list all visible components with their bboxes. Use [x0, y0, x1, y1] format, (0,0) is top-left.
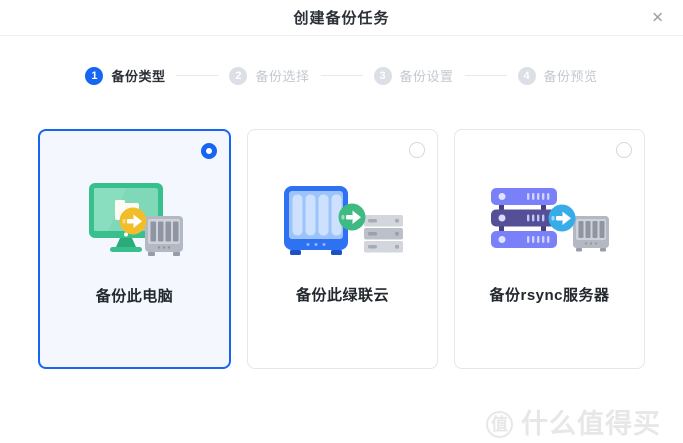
nas-to-servers-icon: [284, 186, 403, 255]
radio-unchecked-icon[interactable]: [616, 142, 632, 158]
card-backup-rsync-server[interactable]: 备份rsync服务器: [454, 129, 645, 369]
step-4-label: 备份预览: [543, 69, 598, 84]
close-icon[interactable]: ✕: [651, 9, 664, 26]
step-connector: [464, 75, 507, 76]
card-icon-wrap: [455, 168, 644, 268]
card-label: 备份此电脑: [95, 288, 174, 305]
step-1-label: 备份类型: [111, 69, 166, 84]
step-backup-type: 1 备份类型: [85, 66, 165, 85]
smzdm-logo-icon: 值: [486, 411, 513, 438]
step-backup-preview: 4 备份预览: [517, 66, 598, 85]
card-label: 备份此绿联云: [295, 287, 389, 304]
card-backup-this-ugreen-cloud[interactable]: 备份此绿联云: [247, 129, 438, 369]
card-backup-this-pc[interactable]: 备份此电脑: [38, 129, 231, 369]
backup-type-options: 备份此电脑: [0, 129, 683, 369]
step-2-badge: 2: [229, 66, 248, 85]
dialog-header: 创建备份任务 ✕: [0, 0, 683, 36]
step-4-badge: 4: [517, 66, 536, 85]
step-connector: [176, 75, 219, 76]
step-3-badge: 3: [373, 66, 392, 85]
smzdm-watermark-text: 什么值得买: [521, 409, 661, 439]
step-connector: [320, 75, 363, 76]
step-backup-settings: 3 备份设置: [373, 66, 454, 85]
step-3-label: 备份设置: [399, 69, 454, 84]
card-icon-wrap: [248, 168, 437, 268]
card-icon-wrap: [40, 169, 229, 269]
step-2-label: 备份选择: [255, 69, 310, 84]
radio-unchecked-icon[interactable]: [409, 142, 425, 158]
card-label: 备份rsync服务器: [489, 287, 610, 304]
step-backup-selection: 2 备份选择: [229, 66, 309, 85]
radio-checked-icon[interactable]: [201, 143, 217, 159]
smzdm-watermark: 值 什么值得买: [486, 411, 661, 438]
servers-to-nas-icon: [491, 188, 609, 252]
stepper: 1 备份类型 2 备份选择 3 备份设置 4 备份预览: [0, 66, 683, 85]
computer-to-nas-icon: [88, 183, 183, 256]
dialog-title: 创建备份任务: [293, 10, 390, 27]
step-1-badge: 1: [85, 66, 104, 85]
